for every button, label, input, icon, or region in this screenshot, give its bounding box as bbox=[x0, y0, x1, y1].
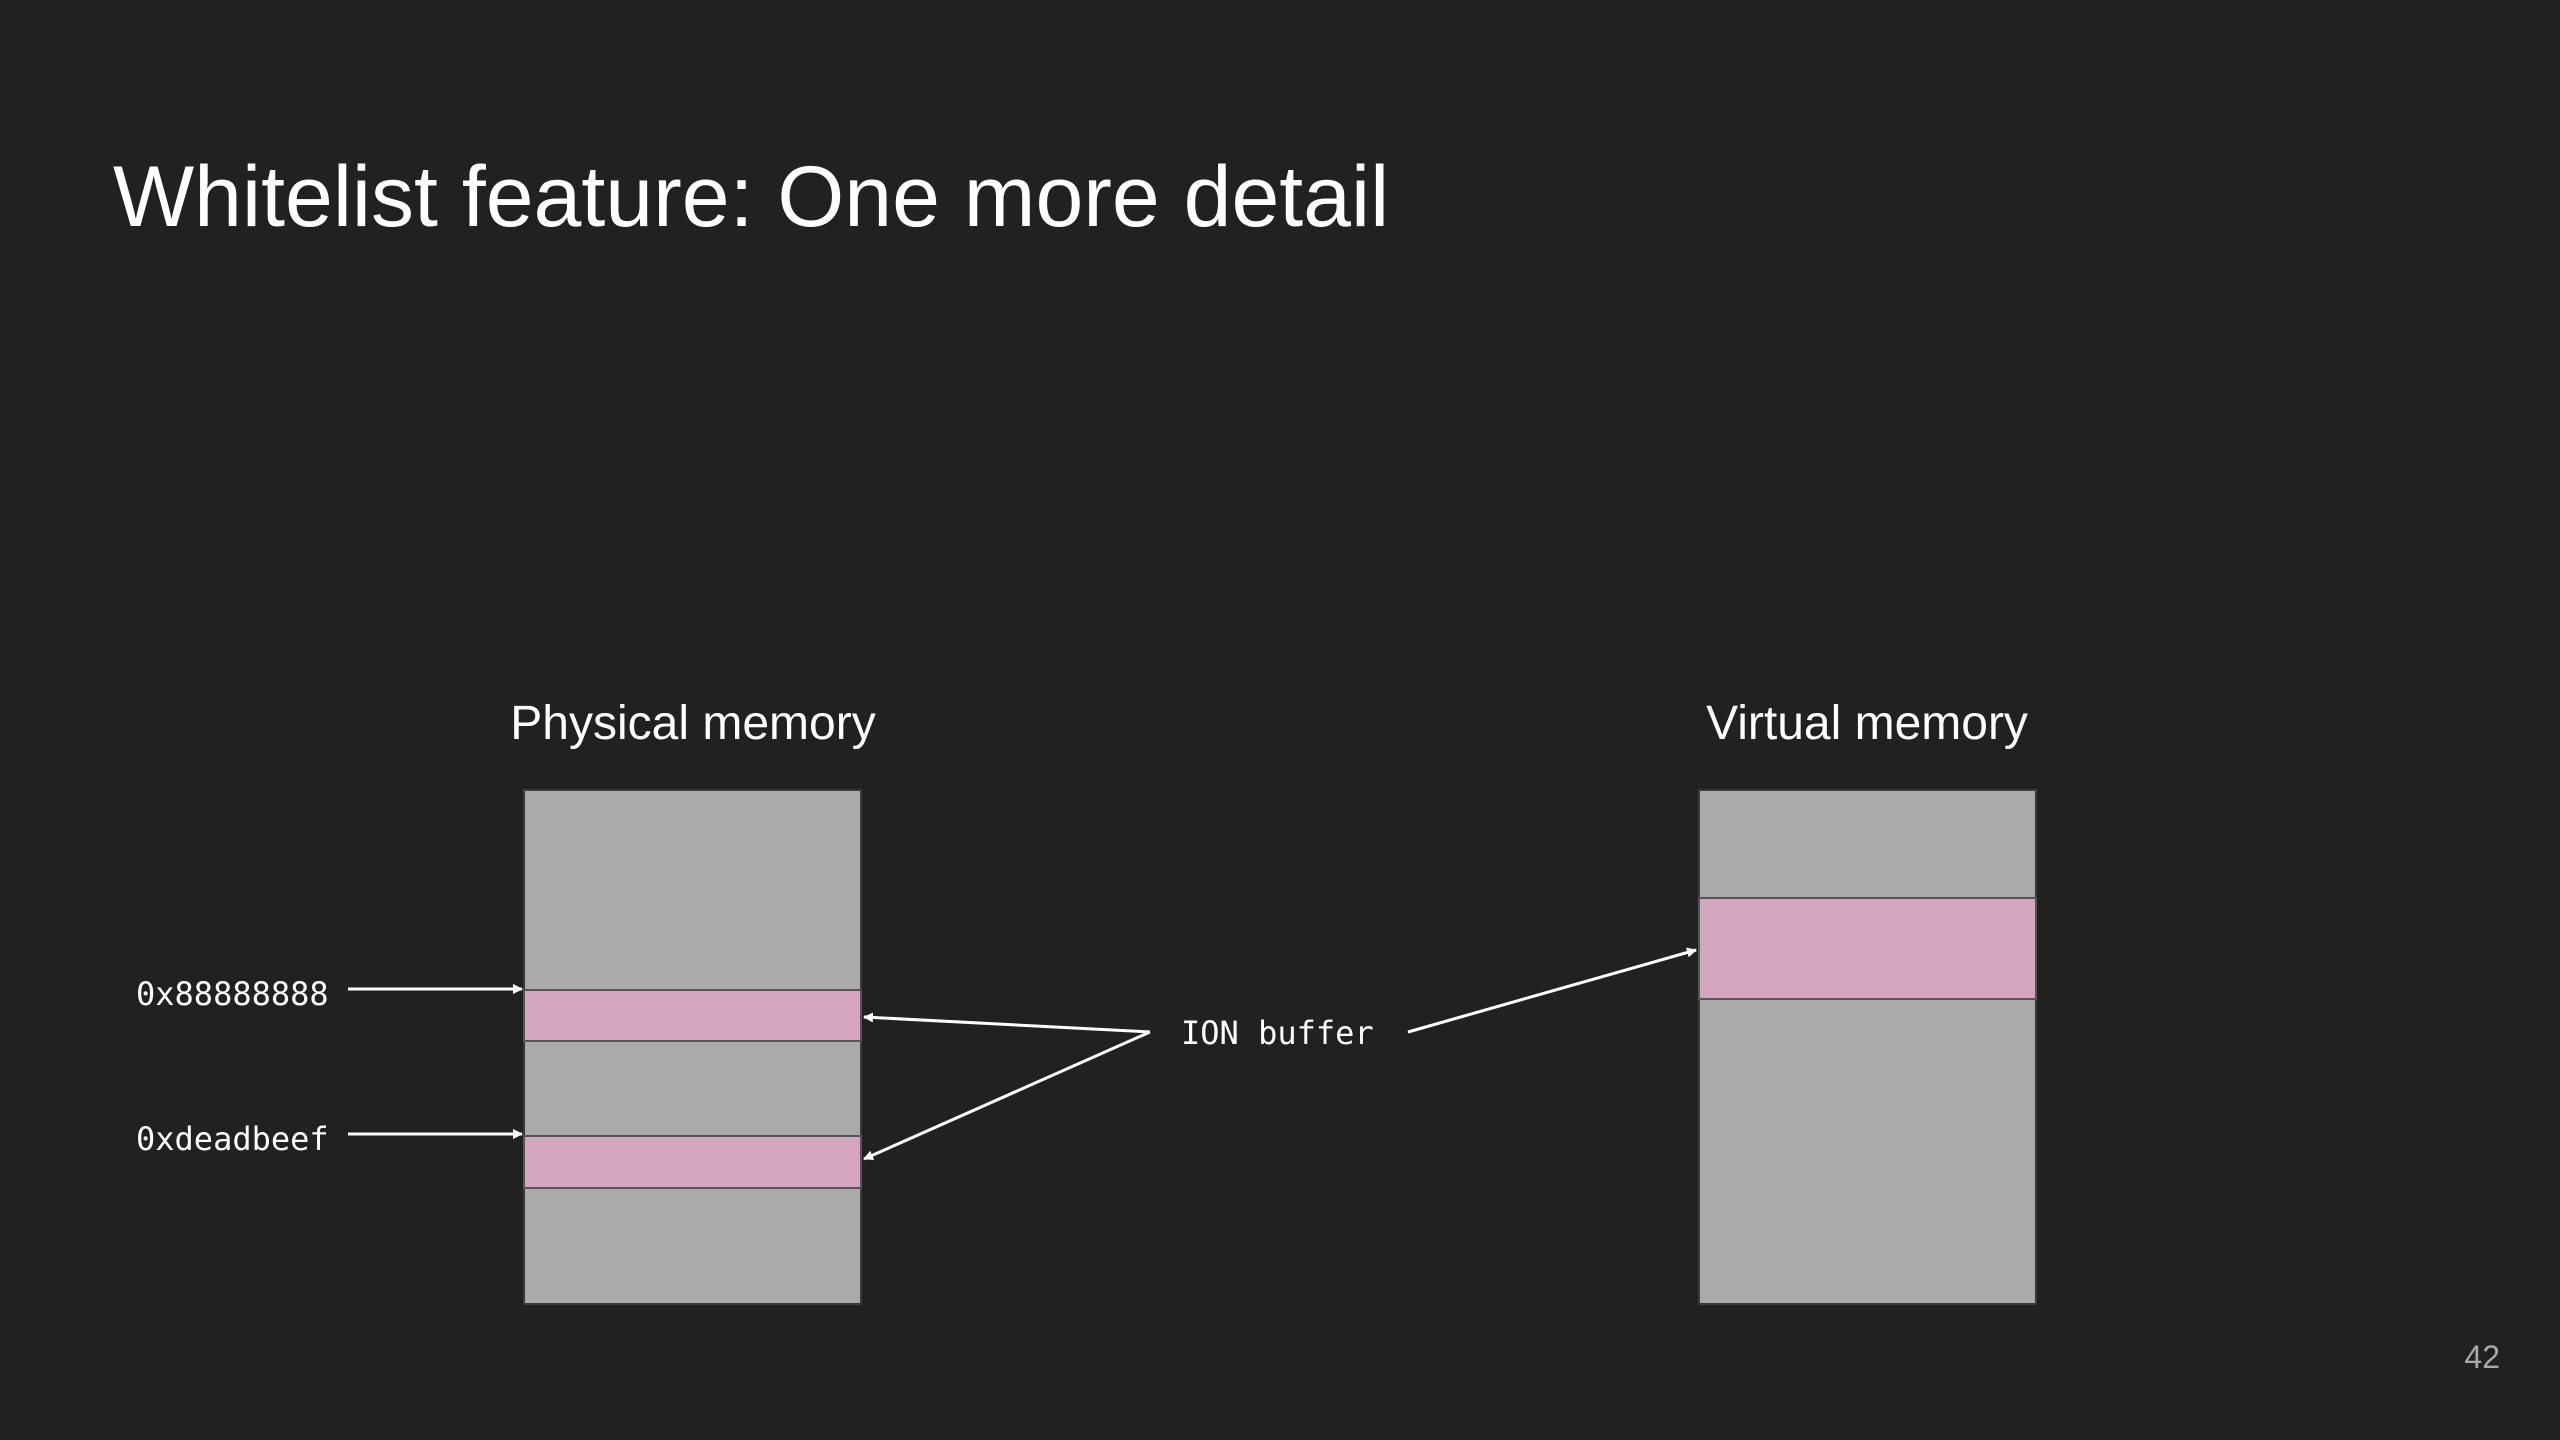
ion-region-physical-1 bbox=[523, 989, 862, 1042]
ion-region-physical-2 bbox=[523, 1135, 862, 1189]
slide-title: Whitelist feature: One more detail bbox=[113, 149, 1390, 245]
ion-buffer-label: ION buffer bbox=[1181, 1014, 1374, 1052]
page-number: 42 bbox=[2464, 1339, 2500, 1375]
ion-arrow-physical-2 bbox=[863, 1030, 1151, 1161]
virtual-memory-heading: Virtual memory bbox=[1706, 697, 2028, 750]
address-label-1: 0x88888888 bbox=[136, 975, 329, 1013]
physical-memory-heading: Physical memory bbox=[510, 697, 876, 750]
address-label-2: 0xdeadbeef bbox=[136, 1120, 329, 1158]
physical-memory-block bbox=[523, 789, 862, 1305]
ion-arrow-physical-1 bbox=[863, 1012, 1151, 1034]
virtual-memory-block bbox=[1698, 789, 2037, 1305]
ion-arrow-virtual bbox=[1407, 947, 1697, 1034]
ion-region-virtual bbox=[1698, 897, 2037, 1000]
